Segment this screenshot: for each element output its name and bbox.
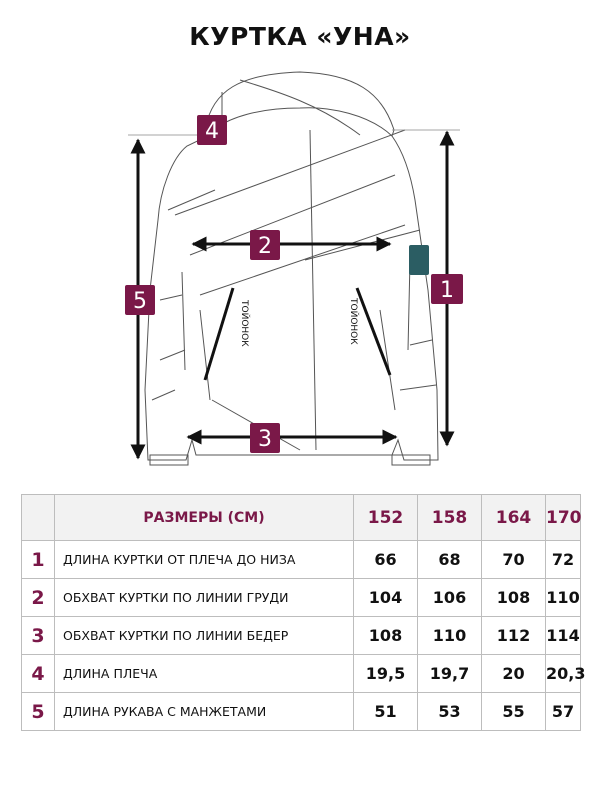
- row-number: 2: [21, 578, 55, 617]
- row-value: 112: [481, 616, 546, 655]
- row-value: 110: [545, 578, 581, 617]
- row-value: 19,7: [417, 654, 482, 693]
- row-value: 70: [481, 540, 546, 579]
- row-label: ДЛИНА ПЛЕЧА: [54, 654, 354, 693]
- row-value: 106: [417, 578, 482, 617]
- row-label: ОБХВАТ КУРТКИ ПО ЛИНИИ ГРУДИ: [54, 578, 354, 617]
- row-value: 72: [545, 540, 581, 579]
- measure-arrows: [130, 130, 455, 460]
- row-value: 51: [353, 692, 418, 731]
- svg-text:5: 5: [133, 289, 147, 314]
- row-value: 57: [545, 692, 581, 731]
- badge-4: 4: [197, 115, 227, 145]
- header-corner-cell: [21, 494, 55, 541]
- svg-text:1: 1: [440, 278, 454, 303]
- row-value: 114: [545, 616, 581, 655]
- badge-1: 1: [431, 274, 463, 304]
- size-table: РАЗМЕРЫ (СМ) 152 158 164 170 1 ДЛИНА КУР…: [21, 494, 585, 731]
- size-152-header: 152: [353, 494, 418, 541]
- row-value: 108: [481, 578, 546, 617]
- svg-text:3: 3: [258, 427, 272, 452]
- table-row: 5 ДЛИНА РУКАВА С МАНЖЕТАМИ 51 53 55 57: [21, 692, 581, 731]
- row-value: 19,5: [353, 654, 418, 693]
- row-value: 20,3: [545, 654, 585, 693]
- pocket-zippers: [203, 287, 392, 381]
- row-value: 108: [353, 616, 418, 655]
- row-number: 4: [21, 654, 55, 693]
- row-label: ДЛИНА РУКАВА С МАНЖЕТАМИ: [54, 692, 354, 731]
- row-value: 55: [481, 692, 546, 731]
- badge-2: 2: [250, 230, 280, 260]
- header-label: РАЗМЕРЫ (СМ): [54, 494, 354, 541]
- page-title: КУРТКА «УНА»: [189, 22, 411, 51]
- row-value: 110: [417, 616, 482, 655]
- row-value: 68: [417, 540, 482, 579]
- table-header-row: РАЗМЕРЫ (СМ) 152 158 164 170: [21, 494, 582, 541]
- size-164-header: 164: [481, 494, 546, 541]
- jacket-outline: [144, 71, 439, 466]
- sleeve-tag: [409, 245, 429, 275]
- row-label: ДЛИНА КУРТКИ ОТ ПЛЕЧА ДО НИЗА: [54, 540, 354, 579]
- table-row: 2 ОБХВАТ КУРТКИ ПО ЛИНИИ ГРУДИ 104 106 1…: [21, 578, 581, 617]
- table-row: 3 ОБХВАТ КУРТКИ ПО ЛИНИИ БЕДЕР 108 110 1…: [21, 616, 581, 655]
- badge-3: 3: [250, 423, 280, 453]
- row-label: ОБХВАТ КУРТКИ ПО ЛИНИИ БЕДЕР: [54, 616, 354, 655]
- size-158-header: 158: [417, 494, 482, 541]
- row-number: 1: [21, 540, 55, 579]
- table-row: 1 ДЛИНА КУРТКИ ОТ ПЛЕЧА ДО НИЗА 66 68 70…: [21, 540, 581, 579]
- zipper-tag-left: ТОЙОНОК: [239, 299, 251, 347]
- svg-text:4: 4: [205, 119, 219, 144]
- table-row: 4 ДЛИНА ПЛЕЧА 19,5 19,7 20 20,3: [21, 654, 585, 693]
- row-value: 104: [353, 578, 418, 617]
- row-number: 5: [21, 692, 55, 731]
- zipper-tag-right: ТОЙОНОК: [348, 297, 360, 345]
- badge-5: 5: [125, 285, 155, 315]
- row-value: 20: [481, 654, 546, 693]
- size-170-header: 170: [545, 494, 582, 541]
- row-value: 66: [353, 540, 418, 579]
- row-value: 53: [417, 692, 482, 731]
- svg-text:2: 2: [258, 234, 272, 259]
- jacket-illustration: ТОЙОНОК ТОЙОНОК 1 2 3 4 5: [125, 71, 463, 466]
- row-number: 3: [21, 616, 55, 655]
